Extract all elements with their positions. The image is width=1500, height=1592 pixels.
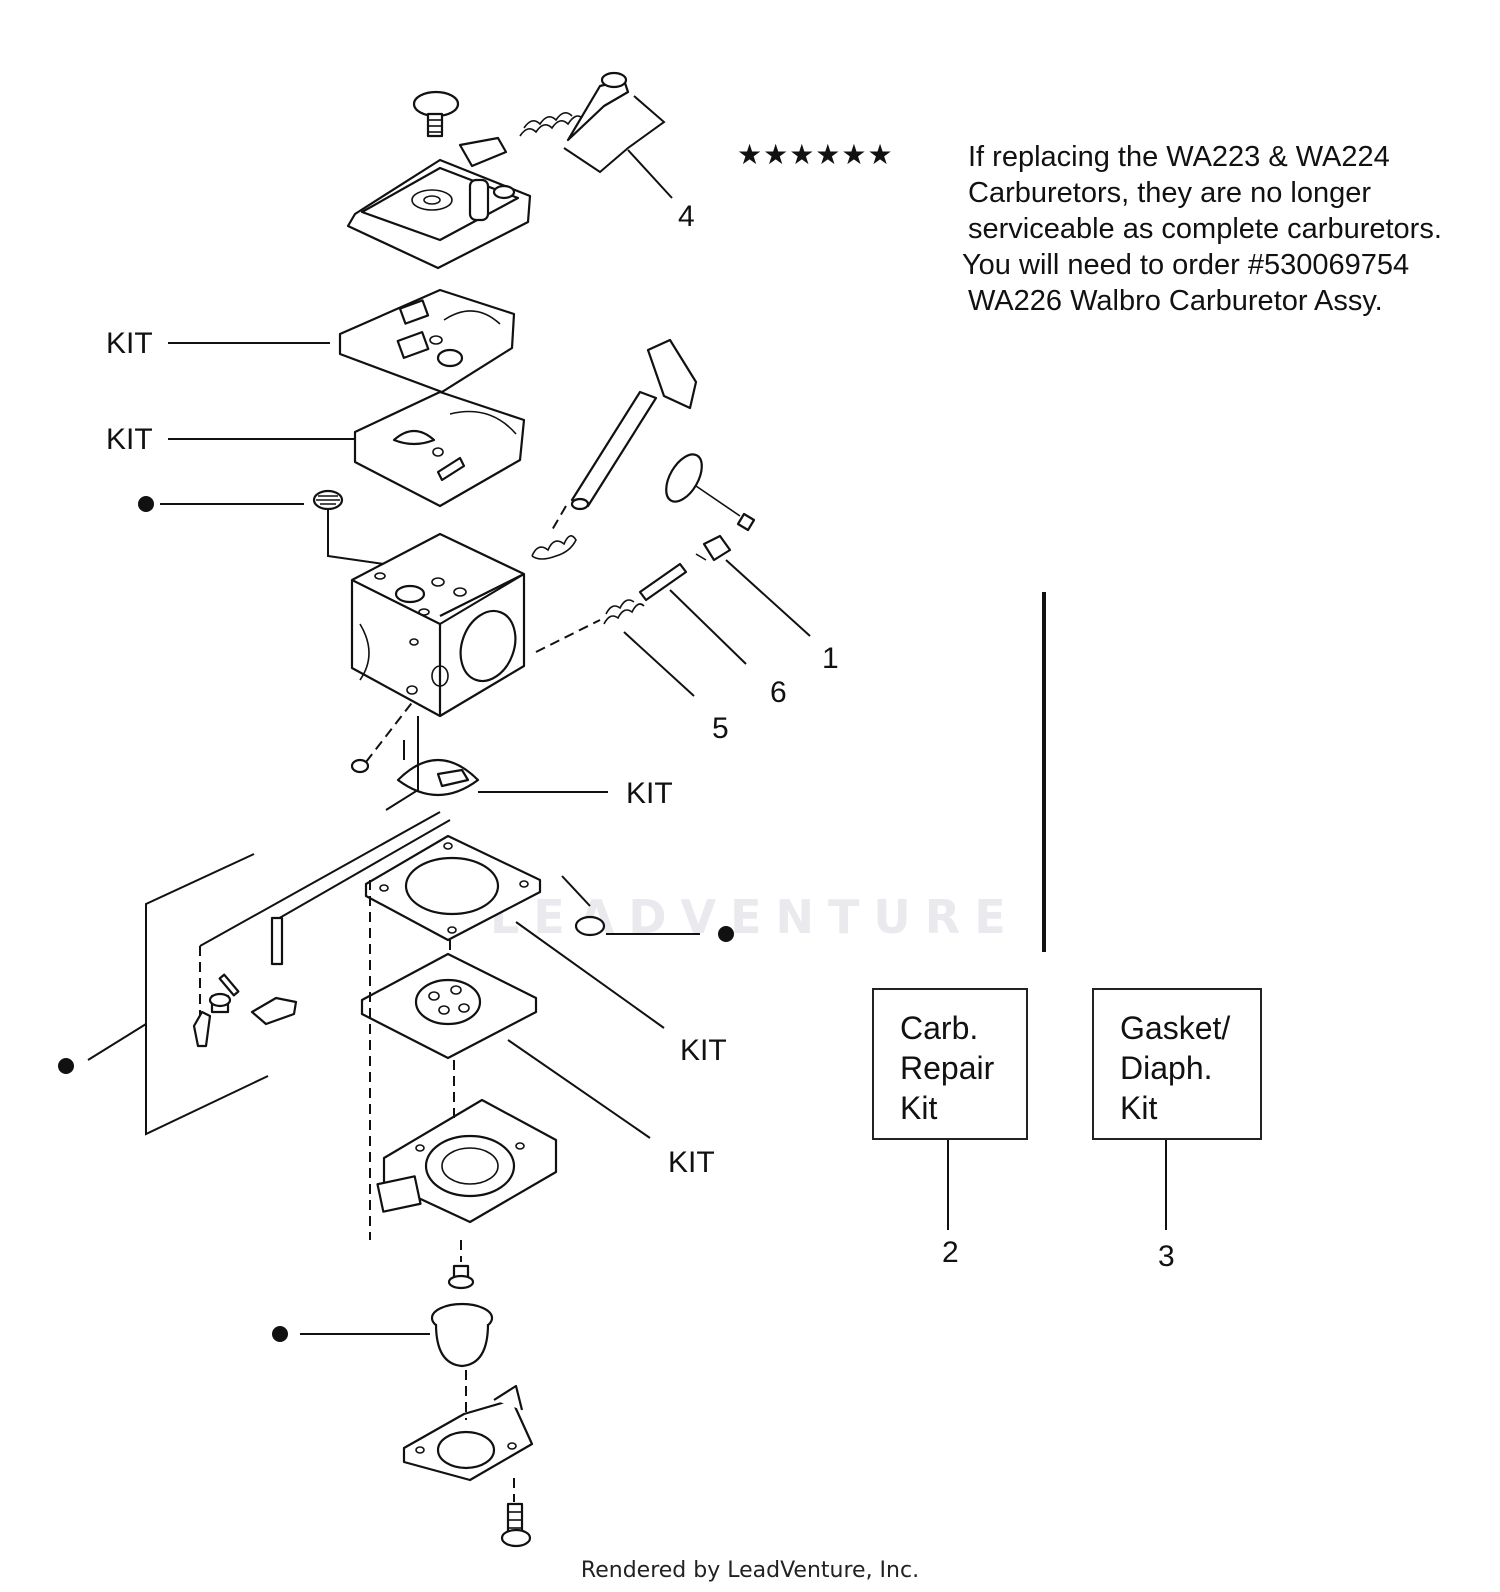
needle-and-spring <box>519 71 630 142</box>
dot-marker-bracket <box>58 1058 74 1074</box>
top-cover <box>346 136 532 270</box>
kit-label-1: KIT <box>106 327 153 360</box>
kit-label-2: KIT <box>106 423 153 456</box>
callout-4-bracket <box>563 95 666 174</box>
throttle-shaft <box>570 338 756 532</box>
metering-lever <box>396 759 480 797</box>
bottom-cover <box>402 1384 534 1482</box>
dot-marker-filter <box>138 496 154 512</box>
cover-screw <box>412 90 460 138</box>
callout-2: 2 <box>942 1236 959 1269</box>
note-line-1: If replacing the WA223 & WA224 <box>968 141 1390 173</box>
callout-6: 6 <box>770 676 787 709</box>
carb-repair-kit-box: Carb. Repair Kit <box>872 988 1028 1140</box>
pump-screw <box>447 1264 475 1290</box>
welch-plug <box>574 915 606 937</box>
gasket-diaph-kit-box: Gasket/ Diaph. Kit <box>1092 988 1262 1140</box>
body-screw <box>350 758 370 774</box>
carburetor-body <box>350 532 526 718</box>
metering-gasket-1 <box>338 288 516 394</box>
footer-credit: Rendered by LeadVenture, Inc. <box>580 1558 920 1583</box>
kit-label-3: KIT <box>626 777 673 810</box>
throttle-spring <box>531 535 577 560</box>
note-line-5: WA226 Walbro Carburetor Assy. <box>968 285 1383 317</box>
dot-marker-primer <box>272 1326 288 1342</box>
note-line-4: You will need to order #530069754 <box>962 249 1410 281</box>
note-line-2: Carburetors, they are no longer <box>968 177 1371 209</box>
bottom-screw <box>500 1502 532 1548</box>
pump-diaphragm <box>360 952 538 1060</box>
callout-3: 3 <box>1158 1240 1175 1273</box>
kit-label-5: KIT <box>668 1146 715 1179</box>
dot-marker-plug <box>718 926 734 942</box>
metering-gasket-2 <box>353 390 526 508</box>
note-line-3: serviceable as complete carburetors. <box>968 213 1442 245</box>
kit-label-4: KIT <box>680 1034 727 1067</box>
filter-screen <box>312 489 344 511</box>
pump-gasket <box>364 834 542 942</box>
primer-bulb <box>430 1302 494 1368</box>
small-parts-group <box>192 916 298 1048</box>
callout-1: 1 <box>822 642 839 675</box>
callout-5: 5 <box>712 712 729 745</box>
note-stars: ★★★★★★ <box>737 138 894 171</box>
part-1-clip <box>695 534 732 562</box>
callout-4: 4 <box>678 200 695 233</box>
left-bracket <box>145 853 269 1136</box>
idle-needle <box>603 562 688 625</box>
watermark: LEADVENTURE <box>490 890 1020 944</box>
pump-cover <box>376 1098 558 1224</box>
